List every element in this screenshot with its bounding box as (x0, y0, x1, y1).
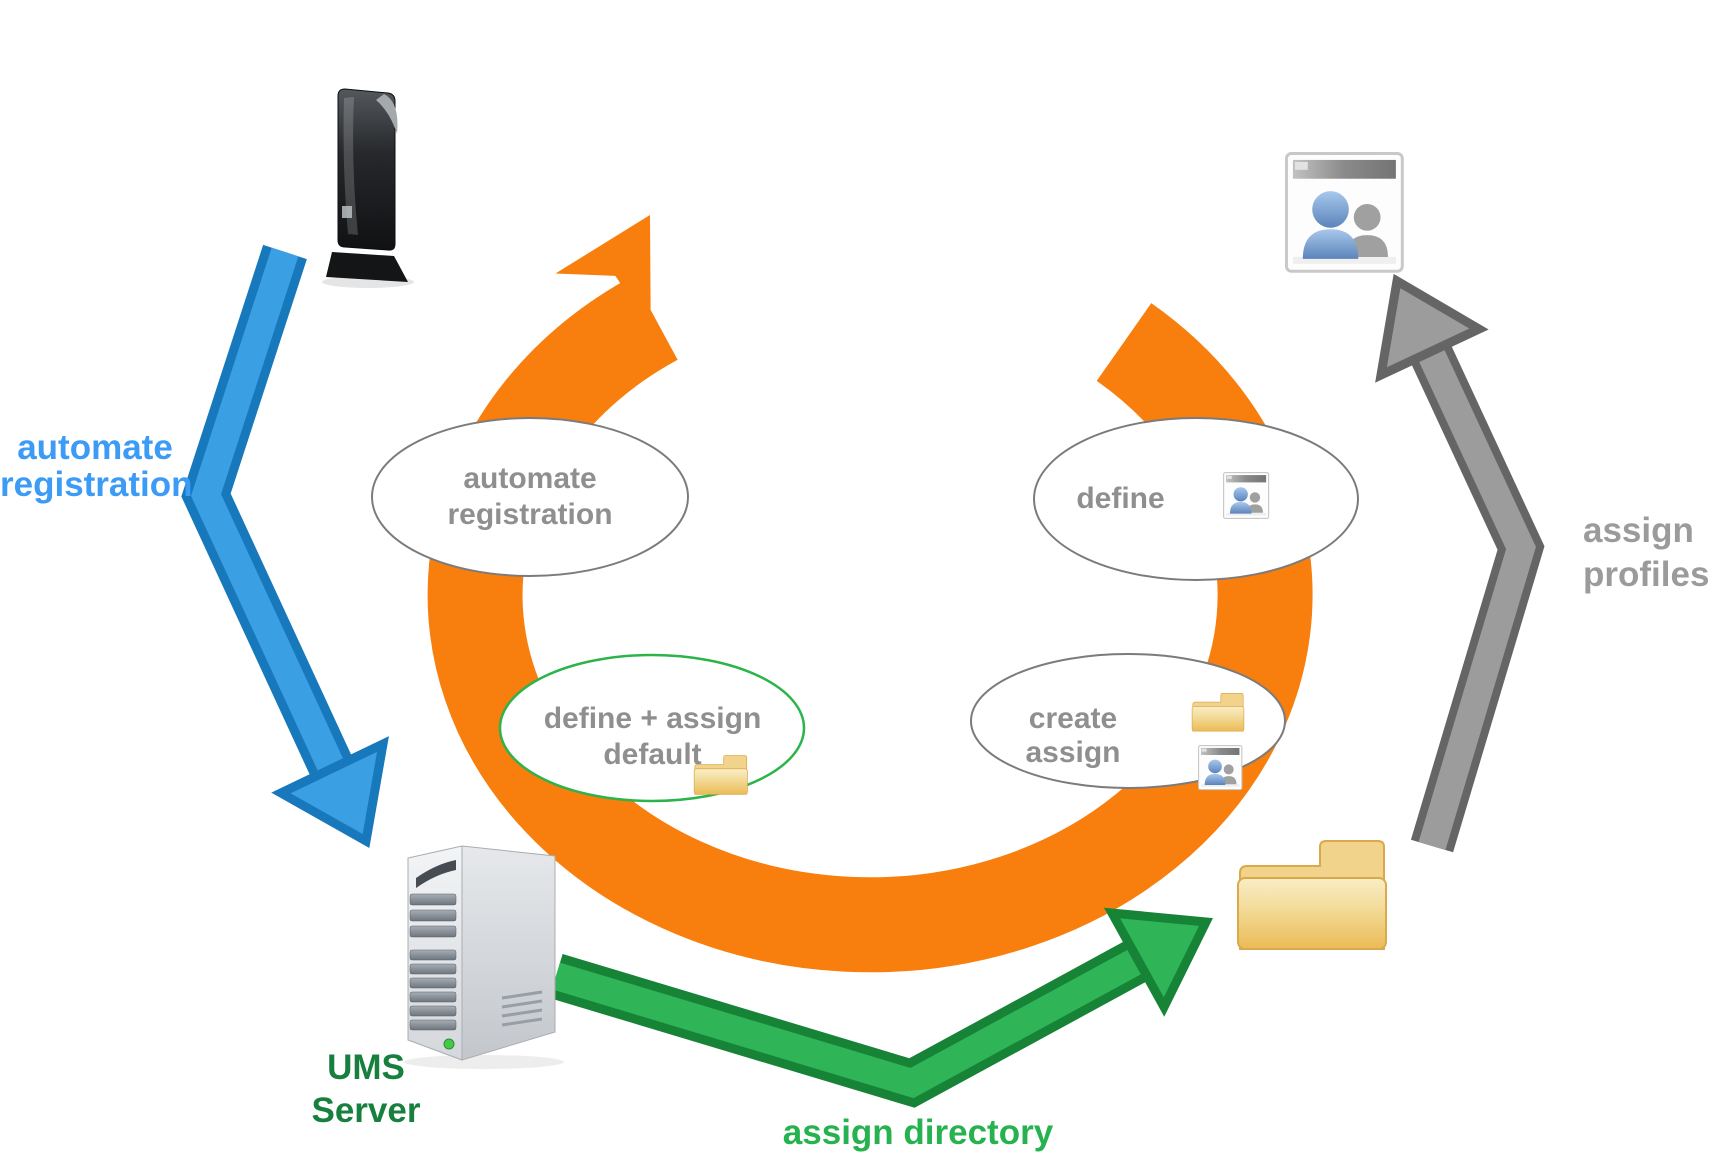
lifecycle-ring (427, 276, 1313, 973)
step-define-assign-default-line1: define + assign (543, 702, 762, 735)
assign-profiles-label: assign profiles (1583, 509, 1718, 597)
assign-directory-label-text: assign directory (782, 1113, 1054, 1152)
assign-directory-arrow (549, 907, 1213, 1108)
assign-directory-label: assign directory (760, 1114, 1076, 1151)
step-define-label: define (1038, 481, 1203, 517)
create-assign-profile-icon (1198, 744, 1243, 791)
step-create-assign-line2: assign (1025, 736, 1121, 769)
assign-profiles-label-line1: assign (1583, 511, 1694, 550)
assign-profiles-label-line2: profiles (1583, 555, 1710, 594)
step-create-assign-label: create assign (1002, 702, 1144, 770)
lifecycle-ring-arrowhead-icon (555, 215, 651, 329)
step-define-assign-default-label: define + assign default (500, 701, 805, 773)
automate-registration-label-line2: registration (0, 465, 193, 504)
directory-folder-icon (1237, 840, 1387, 950)
assign-profiles-arrow (1375, 273, 1545, 853)
assign-profiles-arrowhead-icon (1375, 273, 1489, 383)
automate-registration-label: automate registration (0, 428, 193, 504)
step-automate-registration-label: automate registration (372, 461, 688, 533)
assign-profiles-arrow-body (1417, 346, 1536, 851)
step-define-text: define (1076, 482, 1165, 515)
automate-registration-arrow-body (190, 247, 345, 774)
step-automate-registration-ellipse (371, 417, 689, 577)
step-define-ellipse (1033, 417, 1359, 581)
ums-server-label-line1: UMS (327, 1048, 405, 1087)
automate-registration-label-line1: automate (17, 428, 173, 467)
assign-directory-arrowhead-icon (1103, 907, 1213, 1017)
define-profile-icon (1223, 472, 1270, 519)
ums-server-icon (404, 845, 564, 1069)
ums-server-label: UMS Server (280, 1046, 452, 1132)
automate-registration-arrow (181, 244, 389, 849)
ums-server-label-line2: Server (311, 1091, 421, 1130)
user-profiles-icon (1284, 152, 1404, 273)
assign-directory-arrow-body (551, 947, 1145, 1099)
step-automate-registration-line1: automate (463, 462, 597, 495)
automate-registration-arrowhead-icon (271, 736, 389, 849)
thin-client-icon (322, 88, 414, 288)
step-define-assign-default-line2: default (603, 738, 702, 771)
step-automate-registration-line2: registration (447, 498, 613, 531)
step-create-assign-line1: create (1028, 702, 1118, 735)
